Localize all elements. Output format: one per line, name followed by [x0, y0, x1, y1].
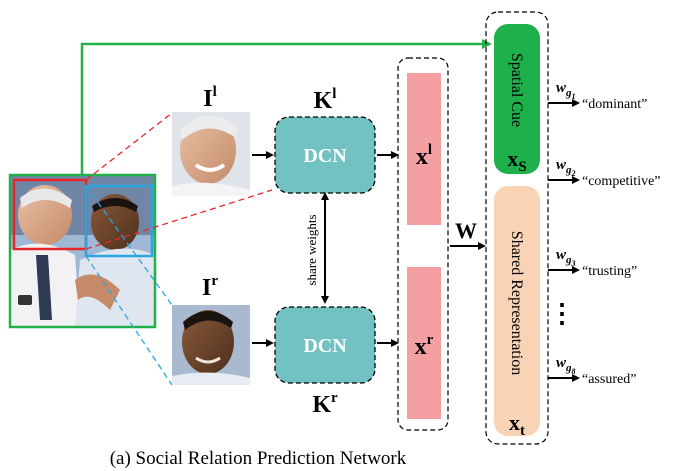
weights-label: W: [455, 218, 477, 243]
feature-right-label: xr: [415, 332, 434, 360]
outputs-ellipsis: ⋮: [549, 299, 575, 328]
output-1-relation: “dominant”: [582, 97, 647, 112]
output-8-weight: wg8: [556, 355, 576, 376]
output-1-weight: wg1: [556, 80, 576, 101]
input-right-label: Ir: [202, 273, 218, 301]
projection-line-blue-top: [85, 185, 173, 306]
feature-left-label: xl: [416, 142, 432, 170]
kernel-bottom-label: Kr: [312, 390, 338, 418]
figure-caption: (a) Social Relation Prediction Network: [110, 448, 407, 469]
spatial-cue-box: [494, 24, 540, 174]
spatial-cue-arrow: [80, 39, 492, 175]
feature-left-bar: [407, 73, 441, 225]
output-2-relation: “competitive”: [582, 174, 661, 189]
crop-box-blue: [84, 184, 154, 258]
projection-line-red-bottom: [85, 189, 273, 250]
dcn-top-label: DCN: [303, 145, 347, 167]
kernel-top-label: Kl: [314, 86, 337, 114]
input-left-label: Il: [203, 84, 217, 112]
projection-line-red-top: [85, 112, 173, 181]
output-1: wg1 “dominant”: [548, 80, 647, 112]
output-2: wg2 “competitive”: [548, 157, 661, 189]
output-3-relation: “trusting”: [582, 264, 637, 279]
output-8-relation: “assured”: [582, 372, 636, 387]
face-crop-right: [172, 305, 250, 385]
output-3-weight: wg3: [556, 247, 576, 268]
share-weights-label: share weights: [304, 214, 319, 285]
dcn-bottom-label: DCN: [303, 335, 347, 357]
shared-rep-symbol: xt: [509, 410, 525, 439]
dcn-bottom-box: [274, 306, 376, 384]
output-3: wg3 “trusting”: [548, 247, 637, 279]
output-8: wg8 “assured”: [548, 355, 636, 387]
face-crop-left: [172, 112, 250, 196]
output-2-weight: wg2: [556, 157, 576, 178]
spatial-cue-label: Spatial Cue: [508, 53, 525, 127]
dcn-top-box: [274, 116, 376, 194]
feature-column-box: [397, 57, 449, 431]
shared-rep-box: [494, 186, 540, 436]
projection-line-blue-bottom: [85, 255, 173, 386]
output-column-box: [485, 11, 549, 445]
feature-right-bar: [407, 267, 441, 419]
spatial-cue-symbol: xS: [507, 146, 526, 175]
shared-rep-label: Shared Representation: [508, 231, 525, 375]
